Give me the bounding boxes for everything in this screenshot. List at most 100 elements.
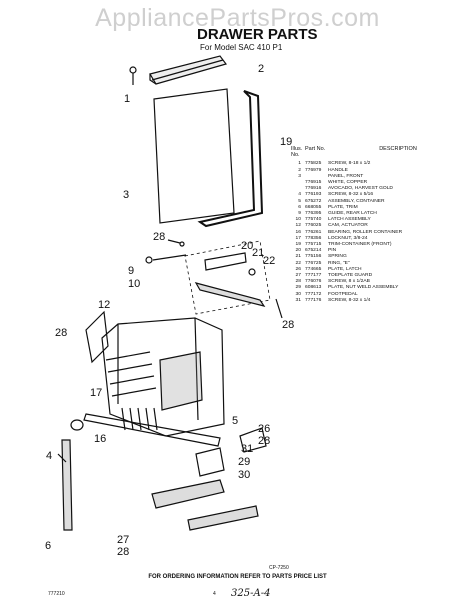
footpedal-part bbox=[187, 505, 259, 531]
description-cell: SCREW, 8-18 x 1/2 bbox=[328, 161, 371, 167]
table-row: 12 776025 CAM, ACTUATOR bbox=[291, 223, 471, 229]
callout-label: 20 bbox=[241, 240, 253, 252]
illus-no-cell: 17 bbox=[295, 235, 301, 241]
roller-bearing-part bbox=[70, 419, 84, 431]
part-no-cell: 778356 bbox=[305, 235, 322, 241]
callout-label: 28 bbox=[282, 319, 294, 331]
callouts: 1 2 3 19 28 20 21 22 9 10 28 12 28 17 5 … bbox=[45, 63, 294, 558]
trim-strip-part bbox=[83, 413, 221, 447]
header-part-no: Part No. bbox=[305, 146, 326, 152]
nut-plate-part bbox=[195, 447, 225, 477]
part-no-cell: 776725 bbox=[305, 260, 322, 266]
illus-no-cell: 19 bbox=[295, 242, 301, 248]
description-cell: PLATE, NUT WELD ASSEMBLY bbox=[328, 285, 399, 291]
callout-label: 28 bbox=[153, 231, 165, 243]
part-no-cell: 776395 bbox=[305, 211, 322, 217]
illus-no-cell: 10 bbox=[295, 217, 301, 223]
description-cell: PLATE, TRIM bbox=[328, 204, 358, 210]
description-cell: LATCH ASSEMBLY bbox=[328, 217, 371, 223]
header-illus-no: Illus. No. bbox=[291, 146, 303, 159]
callout-label: 26 bbox=[258, 423, 270, 435]
description-cell: ASSEMBLY, CONTAINER bbox=[328, 198, 385, 204]
description-cell: LOCKNUT, 3/8-24 bbox=[328, 235, 368, 241]
description-cell: SPRING bbox=[328, 254, 347, 260]
description-cell: CAM, ACTUATOR bbox=[328, 223, 368, 229]
screw-part bbox=[57, 453, 67, 463]
illus-no-cell: 20 bbox=[295, 248, 301, 254]
table-row: 5 675272 ASSEMBLY, CONTAINER bbox=[291, 199, 471, 205]
description-cell: PLATE, LATCH bbox=[328, 266, 362, 272]
callout-label: 12 bbox=[98, 299, 110, 311]
illus-no-cell: 2 bbox=[298, 167, 301, 173]
callout-label: 31 bbox=[241, 443, 253, 455]
description-cell: TRIM-CONTAINER (FRONT) bbox=[328, 242, 392, 248]
illus-no-cell: 16 bbox=[295, 229, 301, 235]
screw-part bbox=[275, 298, 283, 319]
callout-label: 19 bbox=[280, 136, 292, 148]
table-row: 10 775740 LATCH ASSEMBLY bbox=[291, 217, 471, 223]
illus-no-cell: 28 bbox=[295, 279, 301, 285]
illus-no-cell: 4 bbox=[298, 192, 301, 198]
part-no-cell: 776025 bbox=[305, 223, 322, 229]
part-no-cell: 776979 bbox=[305, 167, 322, 173]
part-no-cell: 774665 bbox=[305, 266, 322, 272]
callout-label: 28 bbox=[117, 546, 129, 558]
container-assembly-part bbox=[101, 317, 225, 437]
description-cell: RING, "E" bbox=[328, 260, 350, 266]
illus-no-cell: 5 bbox=[298, 198, 301, 204]
illus-no-cell: 3 bbox=[298, 173, 301, 179]
part-no-cell: 675272 bbox=[305, 198, 322, 204]
trim-plate-part bbox=[61, 439, 73, 531]
description-cell: SCREW, 8-32 x 5/16 bbox=[328, 192, 374, 198]
screw-part bbox=[167, 239, 185, 247]
callout-label: 2 bbox=[258, 63, 264, 75]
callout-label: 28 bbox=[258, 435, 270, 447]
part-no-cell: 775156 bbox=[305, 254, 322, 260]
latch-detail-outline bbox=[184, 240, 271, 315]
callout-label: 9 bbox=[128, 265, 134, 277]
callout-label: 16 bbox=[94, 433, 106, 445]
part-no-cell: 776193 bbox=[305, 192, 322, 198]
callout-label: 4 bbox=[46, 450, 52, 462]
table-row: 1 775825 SCREW, 8-18 x 1/2 bbox=[291, 161, 471, 167]
part-no-cell: 675214 bbox=[305, 248, 322, 254]
part-no-cell: 775825 bbox=[305, 161, 322, 167]
callout-label: 22 bbox=[263, 255, 275, 267]
page-title: DRAWER PARTS bbox=[197, 26, 318, 43]
illus-no-cell: 1 bbox=[298, 161, 301, 167]
callout-label: 30 bbox=[238, 469, 250, 481]
description-cell: FOOTPEDAL bbox=[328, 291, 358, 297]
illus-no-cell: 12 bbox=[295, 223, 301, 229]
part-no-cell: 668055 bbox=[305, 204, 322, 210]
figure-code: CP-7250 bbox=[269, 565, 289, 571]
part-no-cell: 777172 bbox=[305, 291, 322, 297]
callout-label: 1 bbox=[124, 93, 130, 105]
part-no-cell: 775740 bbox=[305, 217, 322, 223]
description-cell: TOEPLATE GUARD bbox=[328, 273, 373, 279]
actuator-cam-part bbox=[85, 310, 109, 364]
part-no-cell: 776261 bbox=[305, 229, 322, 235]
latch-plate-part bbox=[239, 427, 267, 453]
table-row: 30 777172 FOOTPEDAL bbox=[291, 292, 471, 298]
toeplate-guard-part bbox=[151, 479, 225, 509]
illus-no-cell: 30 bbox=[295, 291, 301, 297]
callout-label: 27 bbox=[117, 534, 129, 546]
part-no-cell: 776916 bbox=[305, 186, 322, 192]
trim-front-part bbox=[197, 90, 264, 228]
illus-no-cell: 31 bbox=[295, 297, 301, 303]
document-number: 777210 bbox=[48, 591, 65, 597]
front-panel-part bbox=[153, 88, 235, 224]
